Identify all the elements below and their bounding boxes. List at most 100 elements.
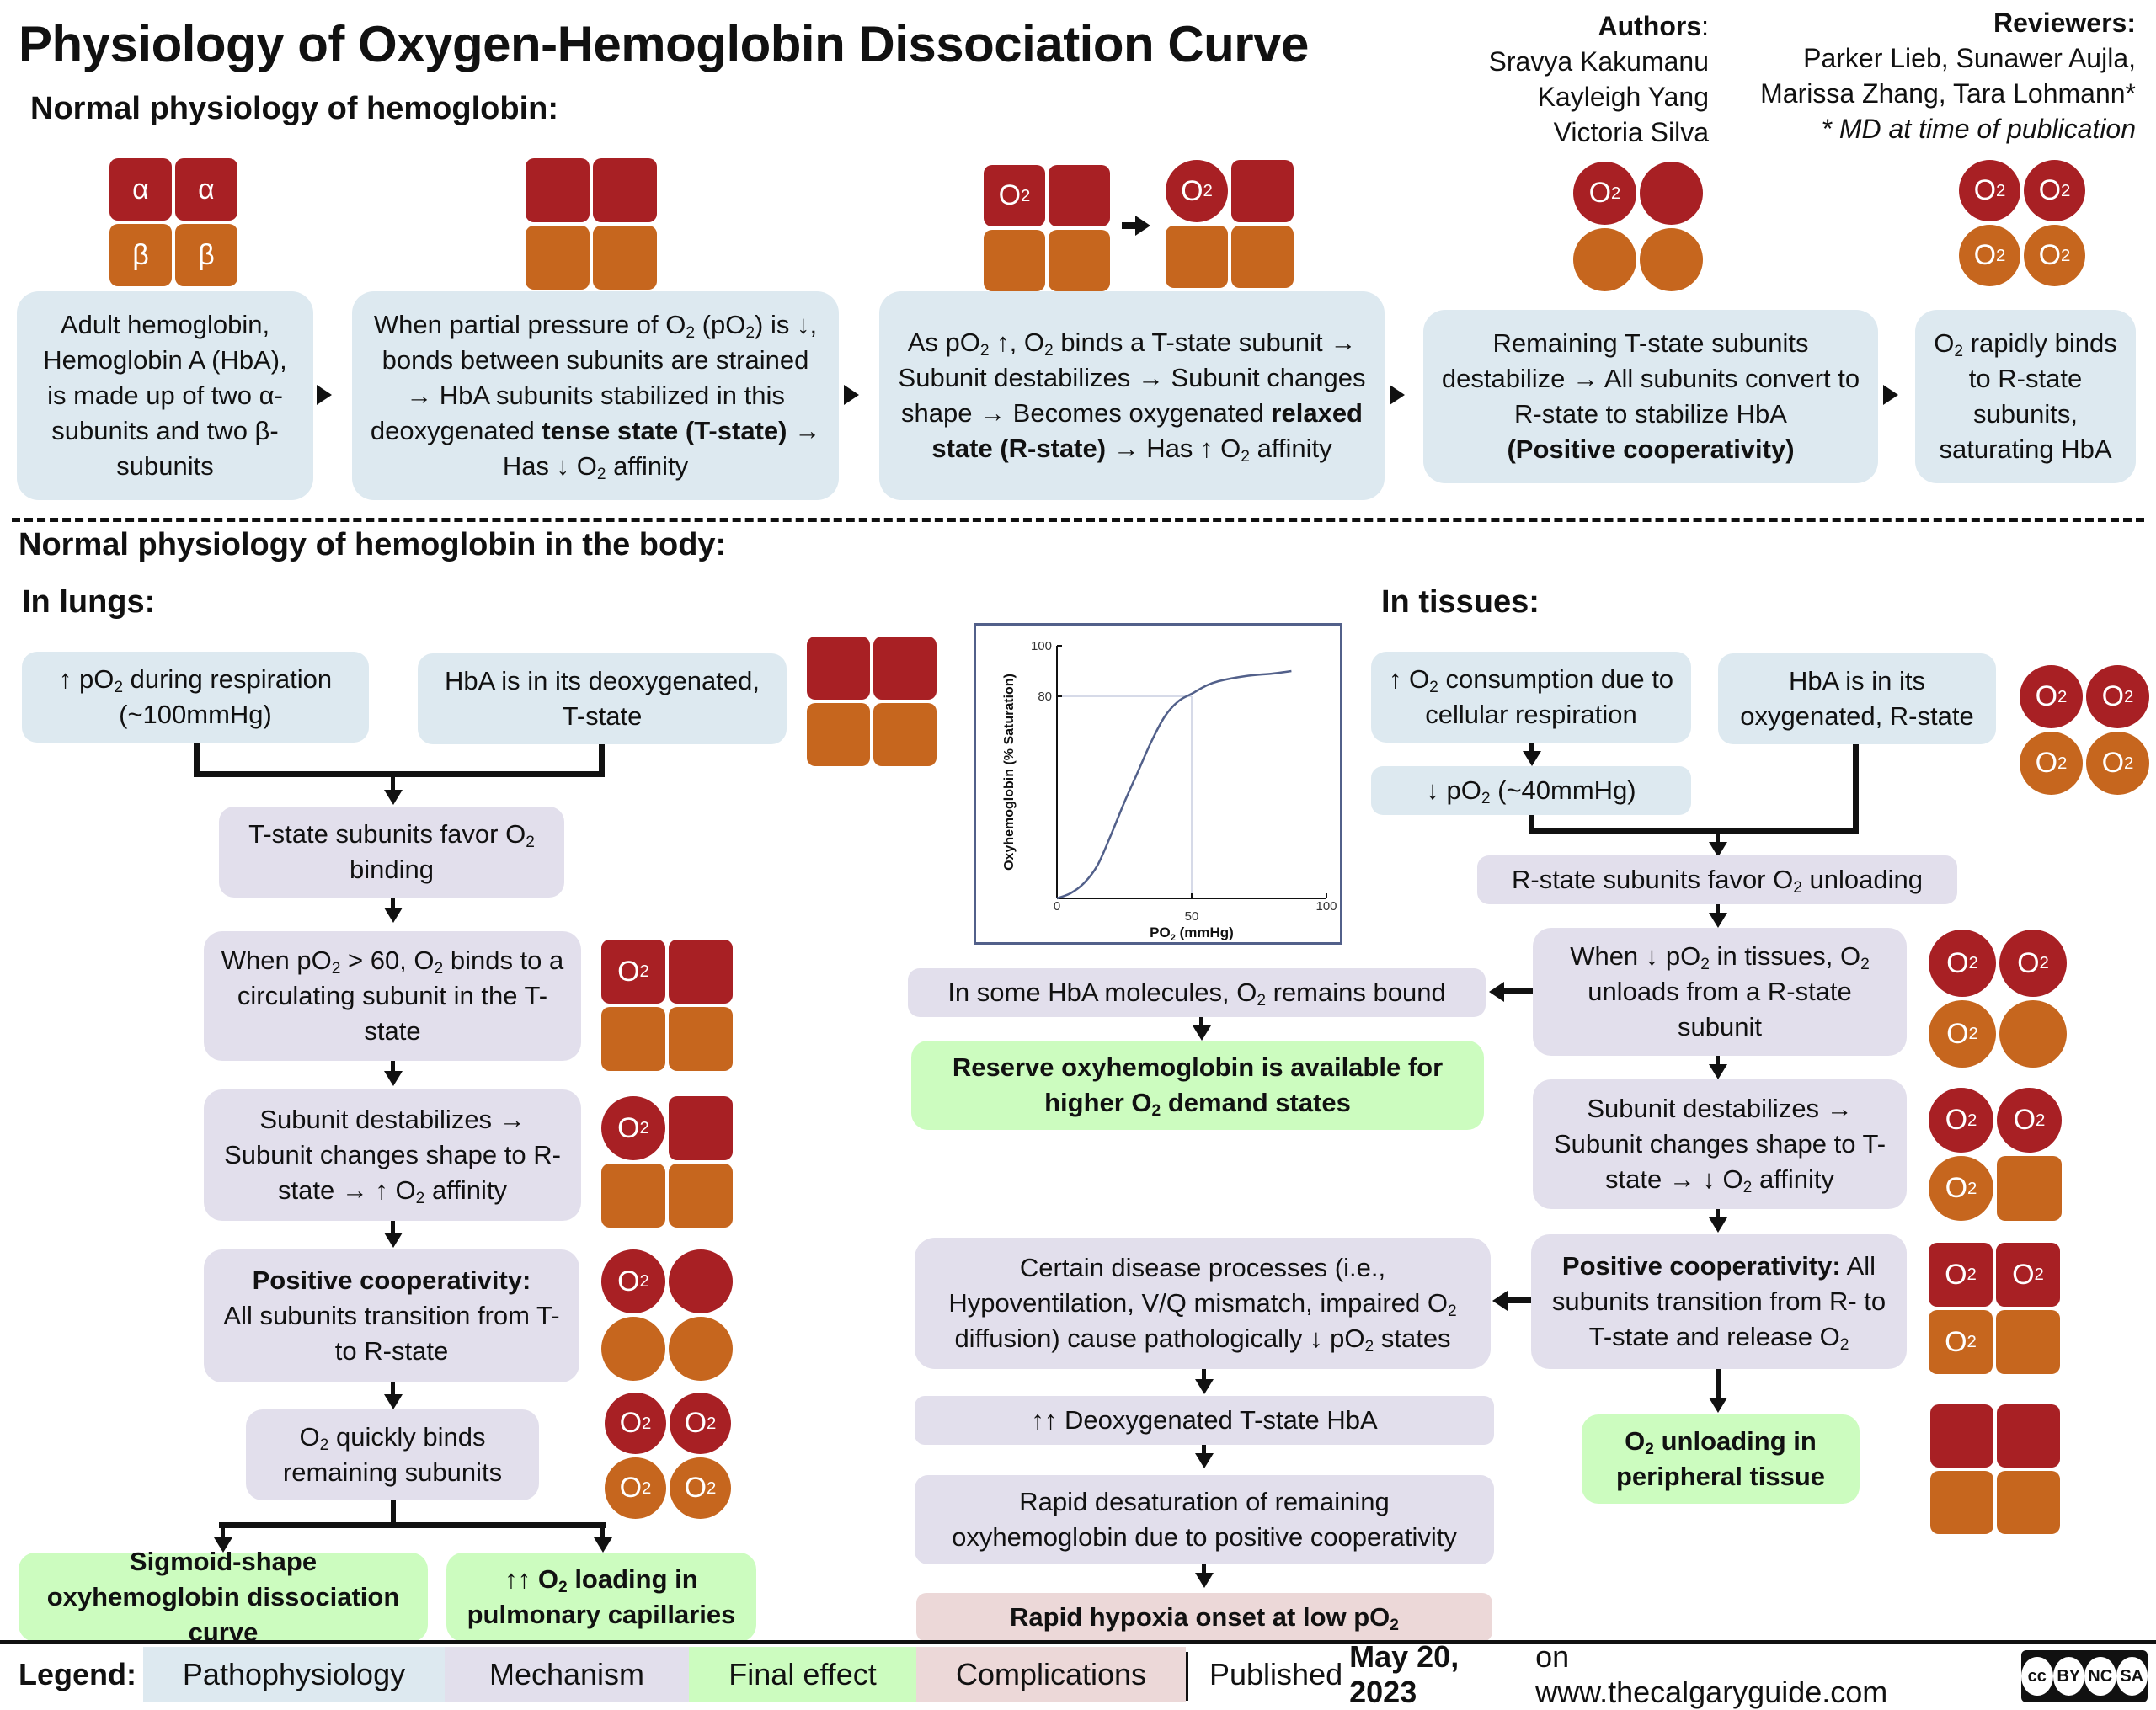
beta-subunit-icon — [1231, 226, 1294, 288]
beta-subunit-icon — [1997, 1156, 2062, 1221]
subscript: 2 — [1447, 1302, 1457, 1320]
connector-line — [221, 1522, 225, 1539]
lungs-heading: In lungs: — [22, 584, 156, 620]
box-sigmoid-curve: Sigmoid-shape oxyhemoglobin dissociation… — [19, 1547, 428, 1647]
legend-pathophysiology: Pathophysiology — [143, 1647, 445, 1702]
box-text: R-state subunits favor O2 unloading — [1512, 862, 1923, 898]
box-text: ↑↑ Deoxygenated T-state HbA — [1031, 1403, 1377, 1438]
box-text: O2 rapidly binds to R-state subunits, sa… — [1930, 326, 2121, 467]
alpha-subunit-icon — [1231, 160, 1294, 222]
box-lungs-po2: ↑ pO2 during respiration (~100mmHg) — [22, 652, 369, 743]
text-part: All subunits transition from R- to T-sta… — [1551, 1251, 1886, 1351]
publication-date: May 20, 2023 — [1349, 1639, 1460, 1709]
connector-line — [194, 771, 605, 777]
alpha-subunit-icon — [669, 940, 733, 1004]
alpha-subunit-icon: α — [109, 158, 172, 221]
text-part: Sigmoid-shape oxyhemoglobin dissociation… — [46, 1547, 400, 1647]
published-url[interactable]: on www.thecalgaryguide.com — [1535, 1639, 1888, 1709]
box-text: When pO2 > 60, O2 binds to a circulating… — [219, 943, 566, 1049]
text-part: binding — [350, 855, 434, 884]
connector-line — [1716, 1369, 1721, 1399]
box-text: Subunit destabilizes → Subunit changes s… — [219, 1102, 566, 1208]
box-rapid-binding: O2 rapidly binds to R-state subunits, sa… — [1915, 310, 2136, 483]
subscript: 2 — [1044, 341, 1054, 360]
text-part: As pO — [907, 328, 980, 357]
connector-line — [194, 743, 200, 776]
text-part: R-state subunits favor O — [1511, 865, 1794, 894]
author-name: Kayleigh Yang — [1537, 82, 1709, 112]
author-name: Sravya Kakumanu — [1488, 46, 1709, 77]
subscript: 2 — [331, 959, 341, 978]
alpha-subunit-icon — [593, 158, 657, 222]
connector-line — [1529, 815, 1534, 834]
box-text: Rapid desaturation of remaining oxyhemog… — [930, 1484, 1479, 1555]
box-o2-quickly-binds: O2 quickly binds remaining subunits — [246, 1409, 539, 1500]
alpha-subunit-icon — [669, 1249, 733, 1313]
bold-label: Positive cooperativity: — [252, 1265, 531, 1295]
alpha-subunit-icon — [807, 637, 870, 700]
box-text: HbA is in its deoxygenated, T-state — [433, 663, 771, 734]
beta-subunit-icon — [1640, 228, 1703, 291]
connector-line — [391, 775, 395, 791]
arrow-left-icon — [1489, 982, 1504, 1002]
text-part: quickly binds remaining subunits — [282, 1422, 503, 1487]
legend-mechanism: Mechanism — [445, 1647, 689, 1702]
box-reserve-oxyhemoglobin: Reserve oxyhemoglobin is available for h… — [911, 1041, 1484, 1130]
beta-subunit-icon — [1997, 1471, 2060, 1534]
box-text: Subunit destabilizes → Subunit changes s… — [1548, 1091, 1892, 1197]
arrow-down-icon — [1523, 751, 1541, 766]
text-part: Rapid hypoxia onset at low pO — [1010, 1602, 1390, 1632]
box-text: O2 quickly binds remaining subunits — [261, 1420, 524, 1490]
published-prefix: Published — [1209, 1657, 1343, 1691]
section-divider — [12, 518, 2144, 522]
beta-subunit-icon — [1999, 1000, 2067, 1068]
box-text: Certain disease processes (i.e., Hypoven… — [930, 1250, 1476, 1356]
text-part: consumption due to cellular respiration — [1425, 664, 1674, 729]
text-part: affinity — [424, 1175, 507, 1205]
legend-label: Legend: — [19, 1657, 136, 1691]
text-part: O — [1934, 328, 1955, 358]
arrow-right-icon — [317, 385, 332, 405]
dissociation-curve-line — [1056, 669, 1292, 900]
text-part: O — [299, 1422, 320, 1452]
subscript: 2 — [686, 323, 696, 342]
subscript: 2 — [1481, 789, 1491, 807]
box-tissue-low-po2: ↓ pO2 (~40mmHg) — [1371, 766, 1691, 815]
text-part: In some HbA molecules, O — [947, 978, 1257, 1007]
box-text-line: Remaining T-state subunits destabilize →… — [1441, 328, 1860, 429]
text-part: ↑ pO — [58, 664, 115, 694]
beta-subunit-icon — [984, 230, 1045, 291]
page-title: Physiology of Oxygen-Hemoglobin Dissocia… — [19, 16, 1309, 72]
box-text: Rapid hypoxia onset at low pO2 — [1010, 1600, 1399, 1635]
subscript: 2 — [1241, 447, 1250, 466]
arrow-down-icon — [1195, 1379, 1214, 1394]
arrow-right-icon — [1883, 385, 1898, 405]
arrow-down-icon — [384, 908, 403, 923]
arrow-right-icon — [844, 385, 859, 405]
box-o2-consumption: ↑ O2 consumption due to cellular respira… — [1371, 652, 1691, 743]
text-part: When pO — [221, 946, 332, 975]
connector-line — [391, 1500, 396, 1526]
section-heading-hemoglobin: Normal physiology of hemoglobin: — [30, 91, 558, 126]
box-disease-processes: Certain disease processes (i.e., Hypoven… — [915, 1238, 1491, 1369]
hemoglobin-molecule-icon — [526, 158, 657, 290]
cc-icon: cc — [2021, 1657, 2053, 1696]
text-part: ↑, O — [989, 328, 1045, 357]
box-positive-cooperativity-lungs: Positive cooperativity:All subunits tran… — [204, 1249, 579, 1382]
text-part: → Has ↓ O — [502, 416, 821, 481]
subscript: 2 — [1839, 1335, 1849, 1354]
text-part: unloading — [1801, 865, 1923, 894]
beta-subunit-icon — [807, 703, 870, 766]
reviewers-label: Reviewers: — [1993, 8, 2136, 38]
